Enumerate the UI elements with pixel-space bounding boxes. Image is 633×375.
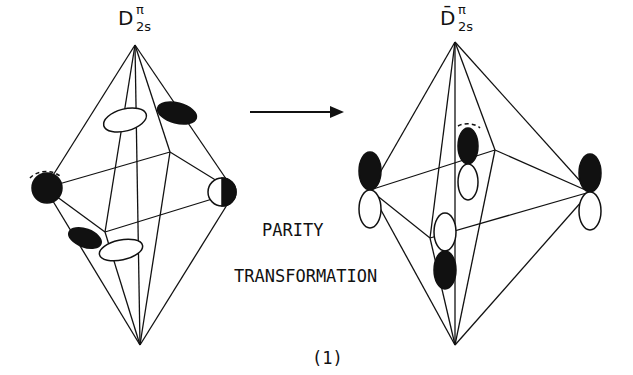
right-orbitals	[359, 124, 601, 289]
symbol-superscript: π	[458, 3, 466, 16]
transformation-label: PARITY	[262, 222, 323, 239]
transformation-arrow	[250, 106, 344, 118]
figure-number: (1)	[312, 350, 343, 367]
symbol-subscript: 2s	[458, 20, 473, 33]
symbol-subscript: 2s	[136, 20, 151, 33]
transformation-label: TRANSFORMATION	[234, 268, 377, 285]
symbol-letter: D̄	[440, 8, 455, 28]
right-octahedron	[370, 42, 590, 345]
symbol-superscript: π	[136, 3, 144, 16]
left-orbitals	[30, 98, 236, 264]
symbol-letter: D	[118, 8, 133, 28]
left-octahedron	[45, 45, 235, 345]
